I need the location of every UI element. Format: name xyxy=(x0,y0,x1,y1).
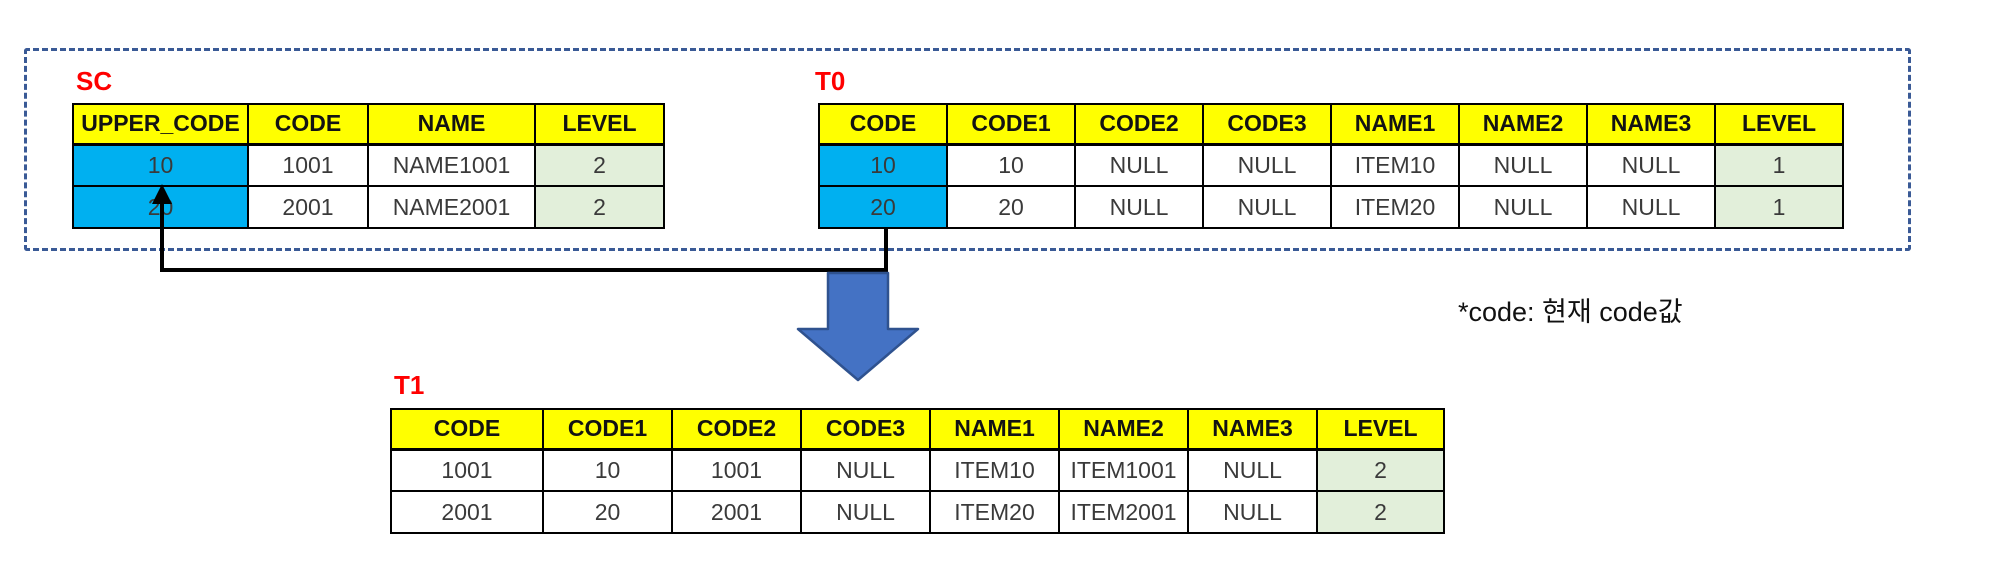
table-cell: NULL xyxy=(1586,185,1716,229)
table-cell: 20 xyxy=(72,185,249,229)
column-header-name3: NAME3 xyxy=(1187,408,1318,451)
table-cell: 10 xyxy=(818,143,948,187)
table-cell: 2 xyxy=(1316,448,1445,492)
table-cell: 2001 xyxy=(671,490,802,534)
table-cell: ITEM20 xyxy=(929,490,1060,534)
column-header-name: NAME xyxy=(367,103,536,146)
table-cell: NULL xyxy=(800,490,931,534)
table-cell: NULL xyxy=(800,448,931,492)
column-header-code2: CODE2 xyxy=(671,408,802,451)
table-cell: 10 xyxy=(72,143,249,187)
column-header-name3: NAME3 xyxy=(1586,103,1716,146)
table-cell: 1001 xyxy=(247,143,369,187)
table-cell: ITEM10 xyxy=(1330,143,1460,187)
table-cell: 20 xyxy=(818,185,948,229)
table-cell: 1001 xyxy=(671,448,802,492)
code-annotation-note: *code: 현재 code값 xyxy=(1458,297,1683,327)
table-cell: 2001 xyxy=(247,185,369,229)
table-cell: 20 xyxy=(946,185,1076,229)
column-header-name1: NAME1 xyxy=(1330,103,1460,146)
table-cell: 10 xyxy=(542,448,673,492)
table-cell: NULL xyxy=(1074,185,1204,229)
column-header-upper_code: UPPER_CODE xyxy=(72,103,249,146)
t1-table-label: T1 xyxy=(394,370,425,400)
table-cell: NULL xyxy=(1202,143,1332,187)
table-cell: NULL xyxy=(1187,490,1318,534)
column-header-name2: NAME2 xyxy=(1058,408,1189,451)
table-cell: 2001 xyxy=(390,490,544,534)
column-header-code1: CODE1 xyxy=(946,103,1076,146)
column-header-code: CODE xyxy=(390,408,544,451)
table-cell: NULL xyxy=(1187,448,1318,492)
column-header-code2: CODE2 xyxy=(1074,103,1204,146)
column-header-code: CODE xyxy=(247,103,369,146)
table-cell: NULL xyxy=(1202,185,1332,229)
column-header-code1: CODE1 xyxy=(542,408,673,451)
table-cell: 20 xyxy=(542,490,673,534)
t0-table-label: T0 xyxy=(815,66,846,96)
column-header-code3: CODE3 xyxy=(1202,103,1332,146)
column-header-level: LEVEL xyxy=(534,103,665,146)
source-tables-group-box xyxy=(24,48,1911,251)
table-cell: 1 xyxy=(1714,143,1844,187)
table-cell: NAME1001 xyxy=(367,143,536,187)
column-header-level: LEVEL xyxy=(1714,103,1844,146)
table-cell: ITEM10 xyxy=(929,448,1060,492)
table-cell: 2 xyxy=(534,185,665,229)
table-cell: NULL xyxy=(1074,143,1204,187)
column-header-code: CODE xyxy=(818,103,948,146)
table-cell: NULL xyxy=(1458,143,1588,187)
column-header-name2: NAME2 xyxy=(1458,103,1588,146)
table-cell: 1001 xyxy=(390,448,544,492)
column-header-name1: NAME1 xyxy=(929,408,1060,451)
table-cell: ITEM1001 xyxy=(1058,448,1189,492)
table-cell: 10 xyxy=(946,143,1076,187)
sc-table-label: SC xyxy=(76,66,113,96)
table-cell: NULL xyxy=(1458,185,1588,229)
table-cell: ITEM20 xyxy=(1330,185,1460,229)
table-cell: 2 xyxy=(1316,490,1445,534)
table-cell: 1 xyxy=(1714,185,1844,229)
table-cell: NULL xyxy=(1586,143,1716,187)
column-header-code3: CODE3 xyxy=(800,408,931,451)
table-cell: ITEM2001 xyxy=(1058,490,1189,534)
big-down-arrow-icon xyxy=(796,271,920,382)
table-cell: 2 xyxy=(534,143,665,187)
column-header-level: LEVEL xyxy=(1316,408,1445,451)
table-cell: NAME2001 xyxy=(367,185,536,229)
